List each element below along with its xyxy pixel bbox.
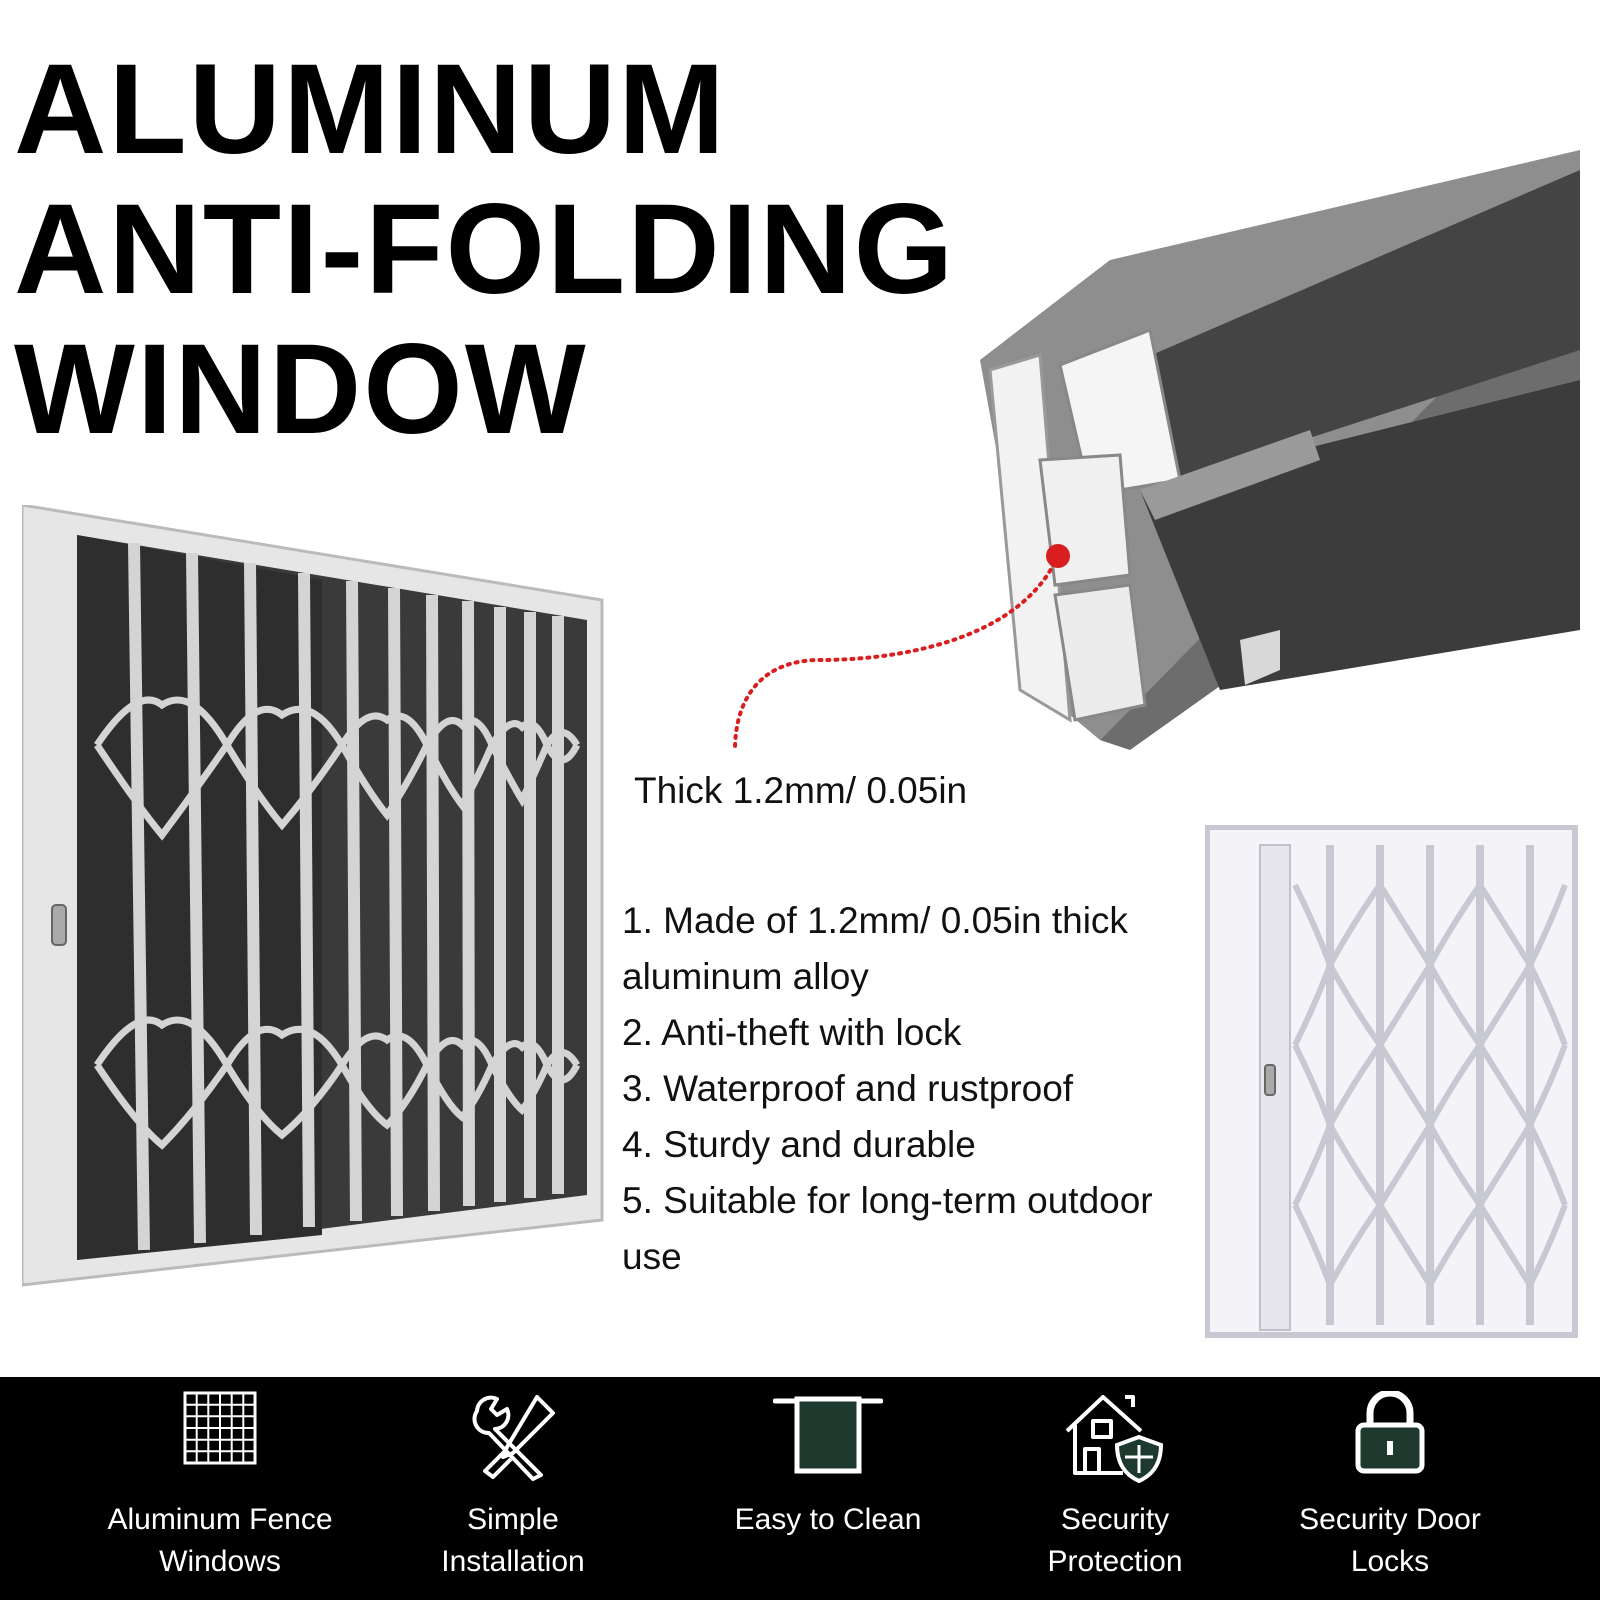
house-shield-icon xyxy=(1065,1395,1164,1483)
title-line-3: WINDOW xyxy=(14,318,588,461)
badge-security-protection: Security Protection xyxy=(965,1377,1265,1600)
badge-label: Simple Installation xyxy=(441,1503,585,1578)
feature-item: 3. Waterproof and rustproof xyxy=(622,1068,1074,1109)
badge-label: Aluminum Fence Windows xyxy=(107,1503,333,1578)
door-grille-image xyxy=(1205,825,1578,1338)
aluminum-profile-image xyxy=(980,150,1580,750)
thickness-callout xyxy=(733,544,1070,752)
feature-item: 2. Anti-theft with lock xyxy=(622,1012,962,1053)
badge-simple-installation: Simple Installation xyxy=(363,1377,663,1600)
feature-badge-bar: Aluminum Fence Windows Simple Installati… xyxy=(0,1377,1600,1600)
feature-item: 4. Sturdy and durable xyxy=(622,1124,976,1165)
feature-item: 1. Made of 1.2mm/ 0.05in thick aluminum … xyxy=(622,900,1128,997)
feature-item: 5. Suitable for long-term outdoor use xyxy=(622,1180,1153,1277)
title-line-1: ALUMINUM xyxy=(14,38,727,181)
tools-icon xyxy=(472,1395,555,1481)
towel-icon xyxy=(773,1396,883,1474)
page-title: ALUMINUM ANTI-FOLDING WINDOW xyxy=(14,40,955,460)
title-line-2: ANTI-FOLDING xyxy=(14,178,956,321)
badge-easy-to-clean: Easy to Clean xyxy=(678,1377,978,1600)
feature-list: 1. Made of 1.2mm/ 0.05in thick aluminum … xyxy=(622,893,1222,1285)
badge-label: Easy to Clean xyxy=(734,1503,922,1536)
badge-label: Security Door Locks xyxy=(1299,1503,1481,1578)
badge-security-door-locks: Security Door Locks xyxy=(1240,1377,1540,1600)
badge-aluminum-fence-windows: Aluminum Fence Windows xyxy=(70,1377,370,1600)
thickness-label: Thick 1.2mm/ 0.05in xyxy=(634,770,968,811)
padlock-icon xyxy=(1355,1391,1425,1474)
badge-label: Security Protection xyxy=(1047,1503,1183,1578)
window-grille-image xyxy=(22,505,604,1287)
grid-icon xyxy=(183,1391,257,1465)
